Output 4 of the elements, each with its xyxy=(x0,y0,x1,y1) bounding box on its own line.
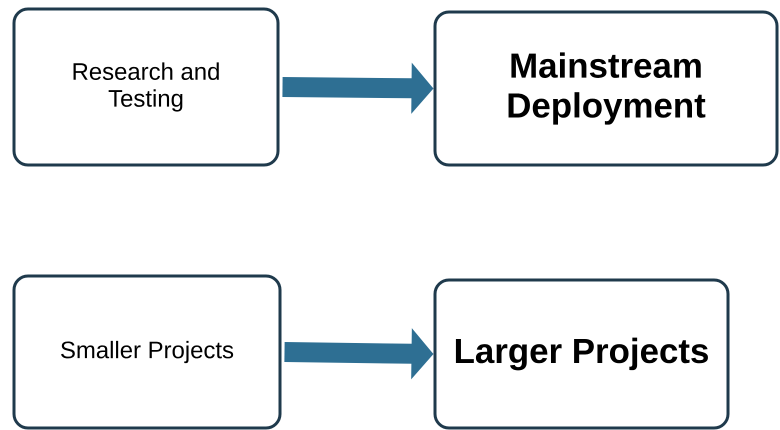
process-box: Mainstream Deployment xyxy=(434,10,778,166)
process-box: Larger Projects xyxy=(434,278,730,430)
process-box: Research and Testing xyxy=(12,8,280,166)
process-box: Smaller Projects xyxy=(12,274,282,430)
